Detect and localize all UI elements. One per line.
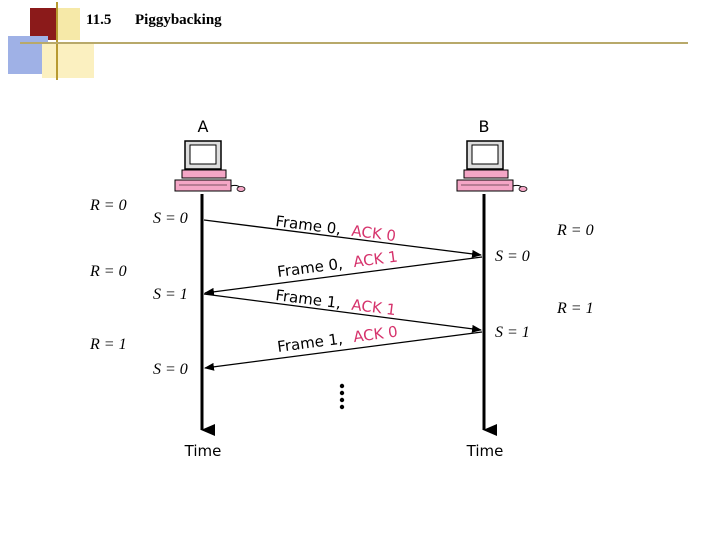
station-label-a: A [198, 117, 209, 136]
time-label-b: Time [466, 442, 504, 460]
svg-text:Frame 0, ACK 0: Frame 0, ACK 0 [274, 212, 397, 245]
frame-label-4-ack: ACK 0 [352, 323, 399, 347]
frame-arrow-2 [204, 256, 483, 296]
frame-label-3-frame: Frame 1, [274, 286, 342, 312]
computer-a-icon [174, 140, 246, 192]
frame-label-1-ack: ACK 0 [351, 222, 398, 245]
computer-b-icon [456, 140, 528, 192]
frame-arrow-3 [203, 293, 482, 333]
state-s-a-2: S = 1 [153, 286, 188, 303]
frame-label-3: Frame 1, ACK 1 [274, 286, 397, 319]
state-r-left-3: R = 1 [89, 336, 127, 353]
frame-arrow-4 [204, 331, 483, 371]
state-s-a-3: S = 0 [153, 361, 188, 378]
state-r-right-1: R = 0 [556, 222, 594, 239]
header-horizontal-line [20, 42, 688, 44]
state-r-right-2: R = 1 [556, 300, 594, 317]
state-s-a-1: S = 0 [153, 210, 188, 227]
svg-text:Frame 1, ACK 1: Frame 1, ACK 1 [274, 286, 397, 319]
state-r-left-2: R = 0 [89, 263, 127, 280]
section-title: Piggybacking [135, 12, 222, 28]
state-s-b-2: S = 1 [495, 324, 530, 341]
frame-label-4-frame: Frame 1, [276, 330, 344, 356]
header-block-light-yellow [42, 44, 94, 78]
frame-label-1: Frame 0, ACK 0 [274, 212, 397, 245]
continuation-dots-icon [339, 383, 345, 410]
frame-label-1-frame: Frame 0, [274, 212, 342, 238]
frame-arrow-1 [203, 219, 482, 258]
section-number: 11.5 [86, 12, 112, 28]
time-label-a: Time [184, 442, 222, 460]
header-block-dark-red [30, 8, 58, 40]
slide-header: 11.5 Piggybacking [0, 0, 720, 80]
frame-label-2-ack: ACK 1 [352, 248, 399, 272]
state-s-b-1: S = 0 [495, 248, 530, 265]
station-label-b: B [479, 117, 490, 136]
frame-label-2-frame: Frame 0, [276, 255, 344, 281]
header-block-yellow [58, 8, 80, 40]
frame-label-3-ack: ACK 1 [351, 296, 398, 319]
header-vertical-line [56, 2, 58, 80]
state-r-left-1: R = 0 [89, 197, 127, 214]
